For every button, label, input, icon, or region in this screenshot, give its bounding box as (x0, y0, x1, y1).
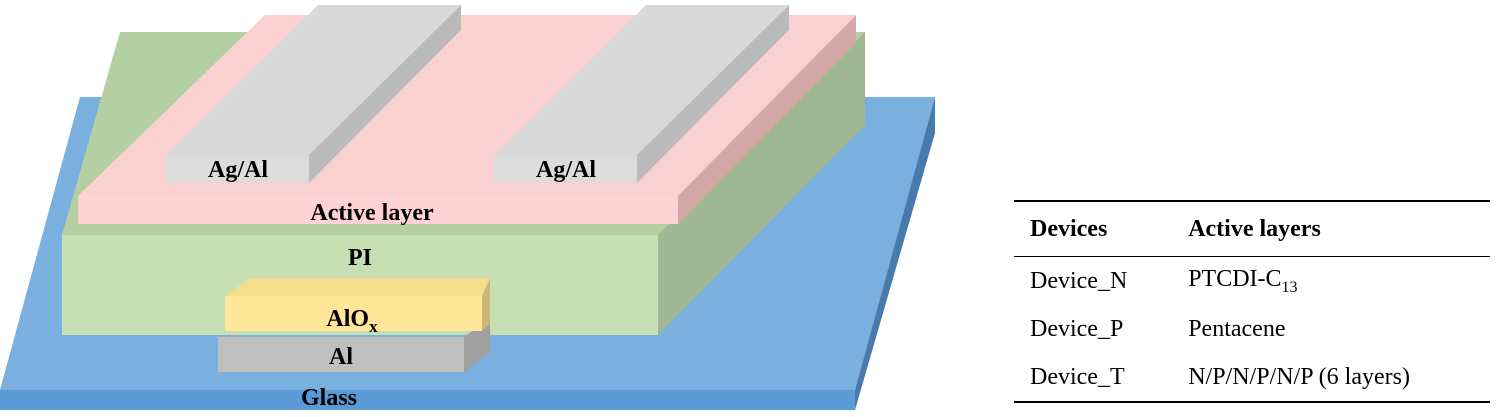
pi-label: PI (348, 245, 372, 271)
aloxide-top-face (225, 278, 490, 296)
header-devices: Devices (1030, 215, 1108, 242)
glass-front-face (0, 390, 855, 410)
table-row: Device_T N/P/N/P/N/P (6 layers) (1014, 353, 1490, 402)
devices-table-container: Devices Active layers Device_N PTCDI-C13… (1014, 200, 1490, 403)
active-layer-text: PTCDI-C (1188, 265, 1282, 292)
header-active-layers: Active layers (1188, 215, 1321, 242)
device-stack-diagram: Ag/Al Ag/Al Active layer PI AlOx Al Glas… (0, 5, 935, 411)
pi-side-face (658, 32, 865, 335)
electrode-right-label: Ag/Al (536, 157, 596, 183)
active-layer-text: Pentacene (1188, 315, 1286, 342)
active-front-face (78, 196, 678, 224)
table-row: Device_N PTCDI-C13 (1014, 257, 1490, 306)
al-side-face (464, 318, 490, 372)
devices-table: Devices Active layers Device_N PTCDI-C13… (1014, 200, 1490, 403)
al-label: Al (329, 344, 353, 370)
active-layer-label: Active layer (310, 200, 434, 226)
active-layer-cell: Pentacene (1164, 305, 1490, 353)
active-side-face (678, 15, 856, 224)
al-front-face (218, 337, 464, 372)
table-row: Device_P Pentacene (1014, 305, 1490, 353)
aloxide-label-sub: x (369, 317, 378, 336)
aloxide-label: AlOx (326, 306, 378, 336)
aloxide-label-base: AlO (326, 306, 369, 332)
electrode-right-front-face (494, 155, 637, 183)
active-layer-cell: PTCDI-C13 (1164, 257, 1490, 306)
aloxide-front-face (225, 296, 482, 331)
glass-side-face (855, 97, 935, 410)
electrode-left-label: Ag/Al (208, 157, 268, 183)
device-name-cell: Device_T (1030, 363, 1125, 390)
device-name-cell: Device_P (1030, 315, 1124, 342)
electrode-left-front-face (166, 155, 309, 183)
table-header-row: Devices Active layers (1014, 201, 1490, 257)
electrode-left-top-face (166, 5, 461, 155)
glass-label: Glass (301, 385, 357, 411)
device-name-cell: Device_N (1030, 267, 1128, 294)
electrode-right-side-face (637, 5, 789, 183)
active-layer-text: N/P/N/P/N/P (6 layers) (1188, 363, 1410, 390)
electrode-left-side-face (309, 5, 461, 183)
electrode-right-top-face (494, 5, 789, 155)
active-layer-subscript: 13 (1281, 278, 1298, 296)
active-layer-cell: N/P/N/P/N/P (6 layers) (1164, 353, 1490, 402)
aloxide-side-face (482, 278, 490, 331)
